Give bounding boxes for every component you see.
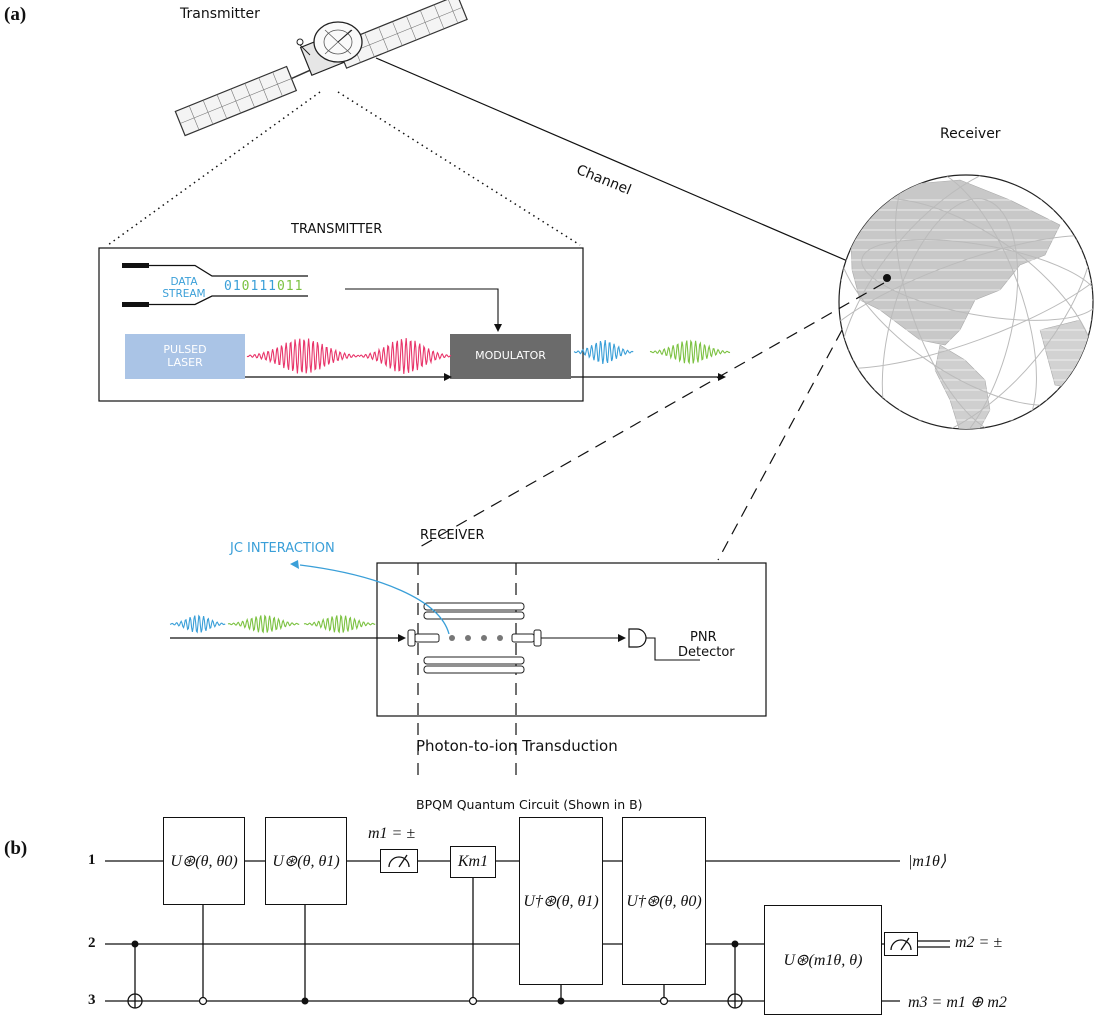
channel-line bbox=[375, 57, 888, 279]
projection-dash-left bbox=[417, 282, 885, 549]
data-stream-label-2: STREAM bbox=[162, 288, 206, 300]
pnr-label: PNR bbox=[690, 630, 717, 645]
blue-pulse bbox=[169, 614, 226, 634]
gate-u-m1theta: U⊛(m1θ, θ) bbox=[764, 905, 882, 1015]
bit-stream: 010111011 bbox=[224, 279, 303, 294]
panel-a-label: (a) bbox=[4, 4, 27, 25]
output-1: |m1θ⟩ bbox=[908, 853, 947, 870]
red-pulse bbox=[246, 338, 360, 374]
wire-label-1: 1 bbox=[88, 852, 96, 868]
green-pulse bbox=[649, 339, 731, 365]
data-stream-label-1: DATA bbox=[170, 276, 198, 288]
blue-pulse bbox=[573, 340, 634, 364]
gate-k: Km1 bbox=[450, 846, 496, 878]
pulsed-laser-label-2: LASER bbox=[167, 356, 203, 369]
green-pulse bbox=[303, 614, 376, 634]
detector-icon bbox=[628, 628, 647, 648]
wire-label-3: 3 bbox=[88, 992, 96, 1008]
satellite-caption: Transmitter bbox=[180, 6, 260, 22]
output-2: m2 = ± bbox=[955, 934, 1003, 951]
projection-dash-right bbox=[717, 329, 843, 561]
meter-icon bbox=[388, 854, 410, 868]
measure-gate-1 bbox=[380, 849, 418, 873]
circuit-caption: BPQM Quantum Circuit (Shown in B) bbox=[416, 797, 643, 812]
bit: 0 bbox=[241, 279, 251, 294]
bit: 1 bbox=[285, 279, 295, 294]
meter-icon bbox=[890, 937, 912, 951]
receiver-box bbox=[376, 562, 767, 717]
bit: 1 bbox=[250, 279, 260, 294]
satellite-icon bbox=[174, 0, 468, 137]
tx-pulses bbox=[246, 338, 731, 374]
transduction-caption: Photon-to-ion Transduction bbox=[416, 737, 618, 755]
output-3: m3 = m1 ⊕ m2 bbox=[908, 994, 1007, 1011]
jc-interaction-label: JC INTERACTION bbox=[230, 541, 335, 556]
detector-label: Detector bbox=[678, 645, 735, 660]
bit: 0 bbox=[224, 279, 233, 294]
receiver-title: RECEIVER bbox=[420, 528, 485, 543]
transmitter-box bbox=[98, 247, 584, 402]
rx-pulses bbox=[169, 614, 376, 634]
pulsed-laser-label-1: PULSED bbox=[163, 343, 207, 356]
gate-u-theta0: U⊛(θ, θ0) bbox=[163, 817, 245, 905]
modulator-box bbox=[450, 334, 571, 379]
bit: 1 bbox=[294, 279, 304, 294]
gate-udagger-theta1: U†⊛(θ, θ1) bbox=[519, 817, 603, 985]
earth-caption: Receiver bbox=[940, 126, 1001, 142]
modulator-label: MODULATOR bbox=[475, 349, 546, 362]
globe-icon bbox=[838, 174, 1094, 430]
panel-b-label: (b) bbox=[4, 838, 28, 859]
m1-label: m1 = ± bbox=[368, 825, 416, 842]
bit: 1 bbox=[259, 279, 269, 294]
projection-dots-right bbox=[337, 91, 581, 246]
wire-label-2: 2 bbox=[88, 935, 96, 951]
bit: 1 bbox=[232, 279, 242, 294]
red-pulse bbox=[358, 338, 452, 374]
transmitter-title: TRANSMITTER bbox=[291, 222, 383, 237]
gate-udagger-theta0: U†⊛(θ, θ0) bbox=[622, 817, 706, 985]
measure-gate-2 bbox=[884, 932, 918, 956]
pulsed-laser-box bbox=[125, 334, 245, 379]
green-pulse bbox=[227, 614, 300, 634]
bit: 0 bbox=[276, 279, 286, 294]
bit: 1 bbox=[268, 279, 277, 294]
gate-u-theta1: U⊛(θ, θ1) bbox=[265, 817, 347, 905]
